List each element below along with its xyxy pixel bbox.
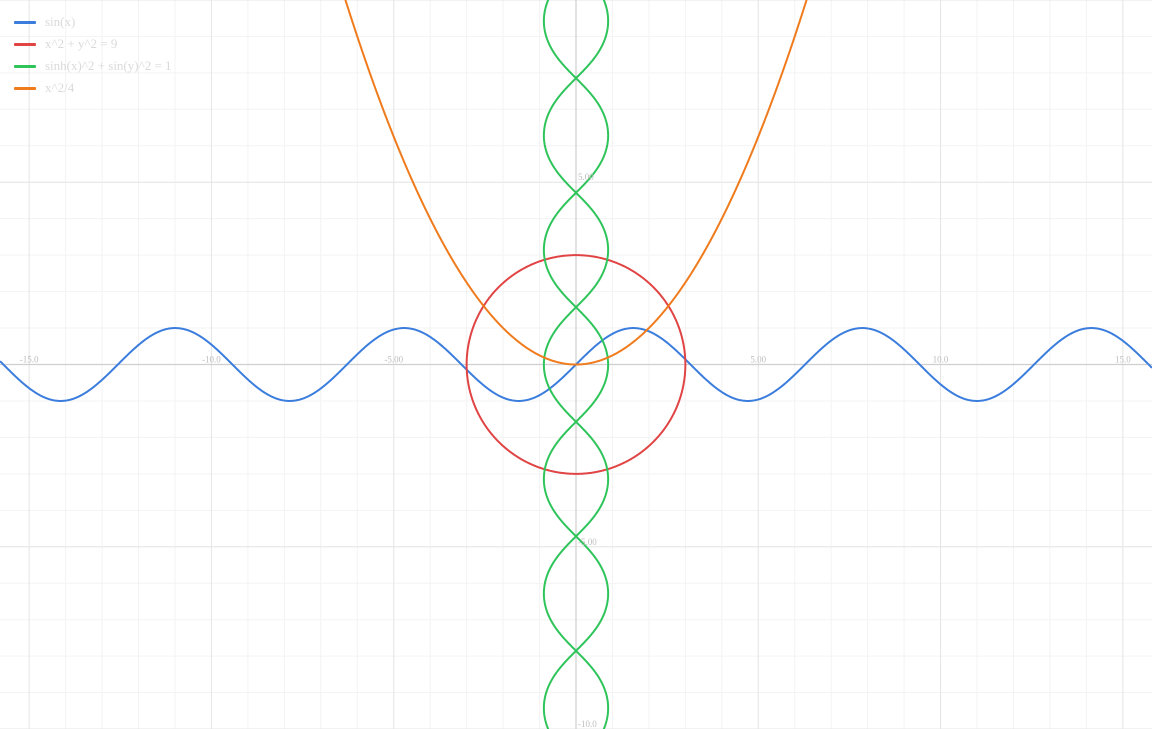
tick-labels: -15.0 -10.0 -5.00 5.00 10.0 15.0 5.00 -5.00 -10.…	[20, 172, 1131, 729]
series-sinh-right-branch	[575, 0, 610, 729]
legend-label: x^2 + y^2 = 9	[45, 36, 118, 51]
legend-swatch	[14, 86, 36, 90]
legend-label: x^2/4	[45, 80, 75, 95]
series-parabola-curve	[344, 0, 808, 366]
y-tick-label: -5.00	[578, 537, 597, 547]
legend-item[interactable]: sinh(x)^2 + sin(y)^2 = 1	[14, 55, 172, 77]
legend-item[interactable]: x^2 + y^2 = 9	[14, 33, 172, 55]
x-tick-label: -10.0	[202, 355, 221, 365]
legend-swatch	[14, 64, 36, 68]
legend-item[interactable]: x^2/4	[14, 77, 172, 99]
legend-label: sin(x)	[45, 14, 76, 29]
x-tick-label: 15.0	[1115, 355, 1131, 365]
y-tick-label: -10.0	[578, 719, 597, 729]
legend-swatch	[14, 20, 36, 24]
x-tick-label: -15.0	[20, 355, 39, 365]
legend-item[interactable]: sin(x)	[14, 11, 172, 33]
x-tick-label: 10.0	[933, 355, 949, 365]
legend-label: sinh(x)^2 + sin(y)^2 = 1	[45, 58, 172, 73]
x-tick-label: 5.00	[750, 355, 766, 365]
series-sinh-left-branch	[542, 0, 577, 729]
y-tick-label: 5.00	[578, 172, 594, 182]
x-tick-label: -5.00	[384, 355, 403, 365]
legend-swatch	[14, 42, 36, 46]
series-circle-curve	[465, 254, 687, 475]
legend: sin(x) x^2 + y^2 = 9 sinh(x)^2 + sin(y)^2 …	[14, 11, 172, 99]
